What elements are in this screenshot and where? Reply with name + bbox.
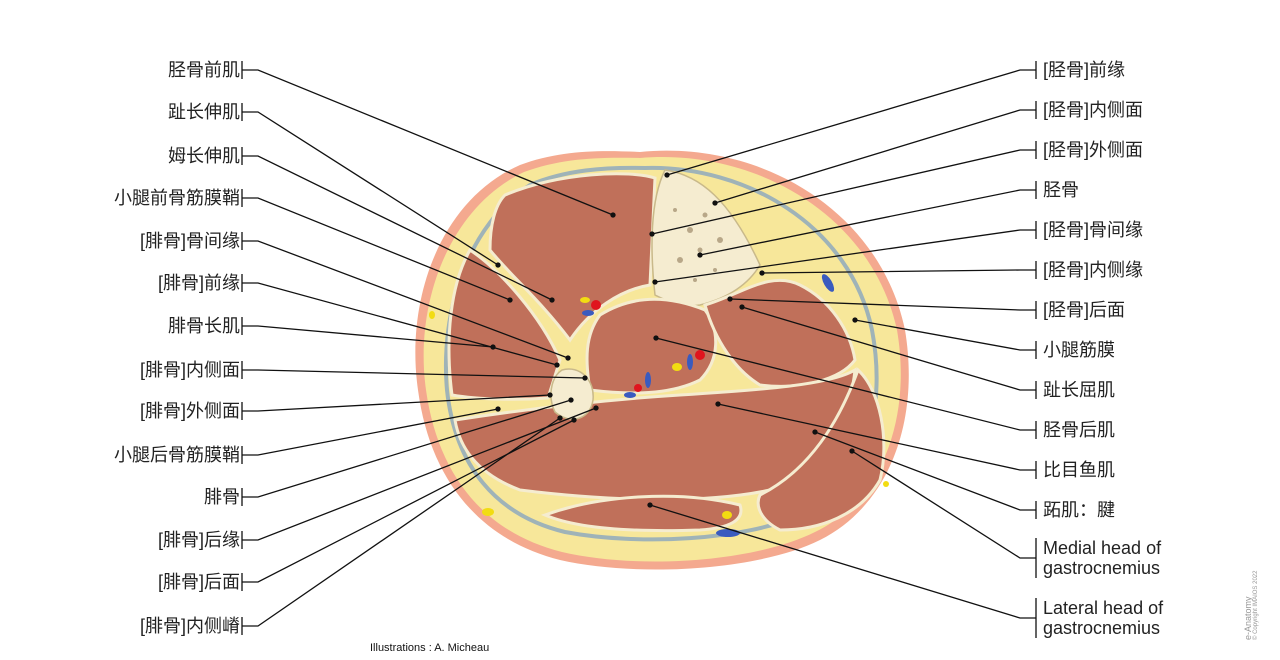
target-dot	[495, 406, 501, 412]
label-left: 腓骨	[204, 487, 240, 507]
target-dot	[557, 415, 563, 421]
label-left: [腓骨]内侧嵴	[139, 616, 240, 636]
tibia-trabecular	[673, 208, 723, 282]
target-dot	[568, 397, 574, 403]
leader-line-left	[241, 397, 574, 506]
target-dot	[812, 429, 818, 435]
label-right: [胫骨]内侧面	[1043, 100, 1144, 120]
lateral-head-gastrocnemius	[540, 494, 743, 533]
deep-posterior-compartment	[585, 297, 718, 395]
label-right: [胫骨]外侧面	[1043, 140, 1144, 160]
illustration-credit: Illustrations : A. Micheau	[370, 642, 490, 654]
label-right: [胫骨]前缘	[1043, 60, 1126, 80]
lateral-compartment	[447, 247, 562, 401]
label-right: [胫骨]骨间缘	[1043, 220, 1144, 240]
label-left: 腓骨长肌	[168, 316, 240, 336]
label-left: [腓骨]外侧面	[139, 401, 240, 421]
target-dot	[759, 270, 765, 276]
leader-line-right	[715, 401, 1037, 479]
label-left: [腓骨]骨间缘	[139, 231, 240, 251]
label-right: 跖肌：腱	[1043, 500, 1115, 520]
leader-line-left	[241, 61, 616, 218]
label-right: Lateral head of gastrocnemius	[1043, 598, 1164, 638]
label-left: 姆长伸肌	[168, 146, 240, 166]
leader-line-right	[852, 317, 1037, 359]
target-dot	[507, 297, 513, 303]
label-left: [腓骨]后缘	[157, 530, 240, 550]
target-dot	[649, 231, 655, 237]
leader-line-left	[241, 232, 571, 361]
leader-line-right	[849, 448, 1037, 578]
copyright: © Copyright IMAIOS 2022	[1253, 570, 1259, 640]
target-dot	[490, 344, 496, 350]
leader-line-right	[664, 61, 1037, 178]
leader-line-left	[241, 417, 577, 591]
label-left: [腓骨]后面	[157, 572, 240, 592]
target-dot	[727, 296, 733, 302]
label-right: 胫骨	[1043, 180, 1079, 200]
label-right: 比目鱼肌	[1043, 460, 1115, 480]
target-dot	[647, 502, 653, 508]
label-left: [腓骨]内侧面	[139, 360, 240, 380]
label-left: 胫骨前肌	[168, 60, 240, 80]
leader-line-left	[241, 405, 599, 549]
leader-lines	[241, 61, 1037, 638]
target-dot	[653, 335, 659, 341]
target-dot	[652, 279, 658, 285]
label-left: 小腿后骨筋膜鞘	[114, 445, 240, 465]
neurovascular-bundles	[429, 274, 889, 537]
leader-line-right	[812, 429, 1037, 519]
target-dot	[712, 200, 718, 206]
target-dot	[549, 297, 555, 303]
label-left: 趾长伸肌	[168, 102, 240, 122]
label-right: 小腿筋膜	[1043, 340, 1115, 360]
target-dot	[593, 405, 599, 411]
label-right: 胫骨后肌	[1043, 420, 1115, 440]
target-dot	[610, 212, 616, 218]
target-dot	[849, 448, 855, 454]
leader-line-right	[649, 141, 1037, 237]
leader-line-right	[653, 335, 1037, 439]
leader-line-right	[652, 221, 1037, 285]
target-dot	[565, 355, 571, 361]
brand-watermark: e-Anatomy© Copyright IMAIOS 2022	[1243, 571, 1259, 640]
label-right: Medial head of gastrocnemius	[1043, 538, 1162, 578]
target-dot	[495, 262, 501, 268]
leader-line-right	[712, 101, 1037, 206]
label-left: [腓骨]前缘	[157, 273, 240, 293]
target-dot	[547, 392, 553, 398]
label-right: 趾长屈肌	[1043, 380, 1115, 400]
cross-section	[415, 150, 909, 570]
target-dot	[571, 417, 577, 423]
leader-line-left	[241, 406, 501, 464]
leader-line-left	[241, 103, 501, 268]
leader-line-left	[241, 189, 513, 303]
label-left: 小腿前骨筋膜鞘	[114, 188, 240, 208]
leader-line-right	[647, 502, 1037, 638]
leader-line-left	[241, 415, 563, 635]
brand-name: e-Anatomy	[1243, 596, 1253, 640]
leader-line-left	[241, 274, 560, 368]
label-right: [胫骨]后面	[1043, 300, 1126, 320]
target-dot	[739, 304, 745, 310]
leader-line-right	[727, 296, 1037, 319]
target-dot	[664, 172, 670, 178]
target-dot	[697, 252, 703, 258]
target-dot	[582, 375, 588, 381]
leader-line-right	[759, 261, 1037, 279]
leader-line-left	[241, 361, 588, 381]
target-dot	[852, 317, 858, 323]
leader-line-left	[241, 317, 496, 350]
leader-line-left	[241, 147, 555, 303]
leader-line-right	[739, 304, 1037, 399]
target-dot	[715, 401, 721, 407]
label-right: [胫骨]内侧缘	[1043, 260, 1144, 280]
leader-line-left	[241, 392, 553, 420]
leader-line-right	[697, 181, 1037, 258]
target-dot	[554, 362, 560, 368]
